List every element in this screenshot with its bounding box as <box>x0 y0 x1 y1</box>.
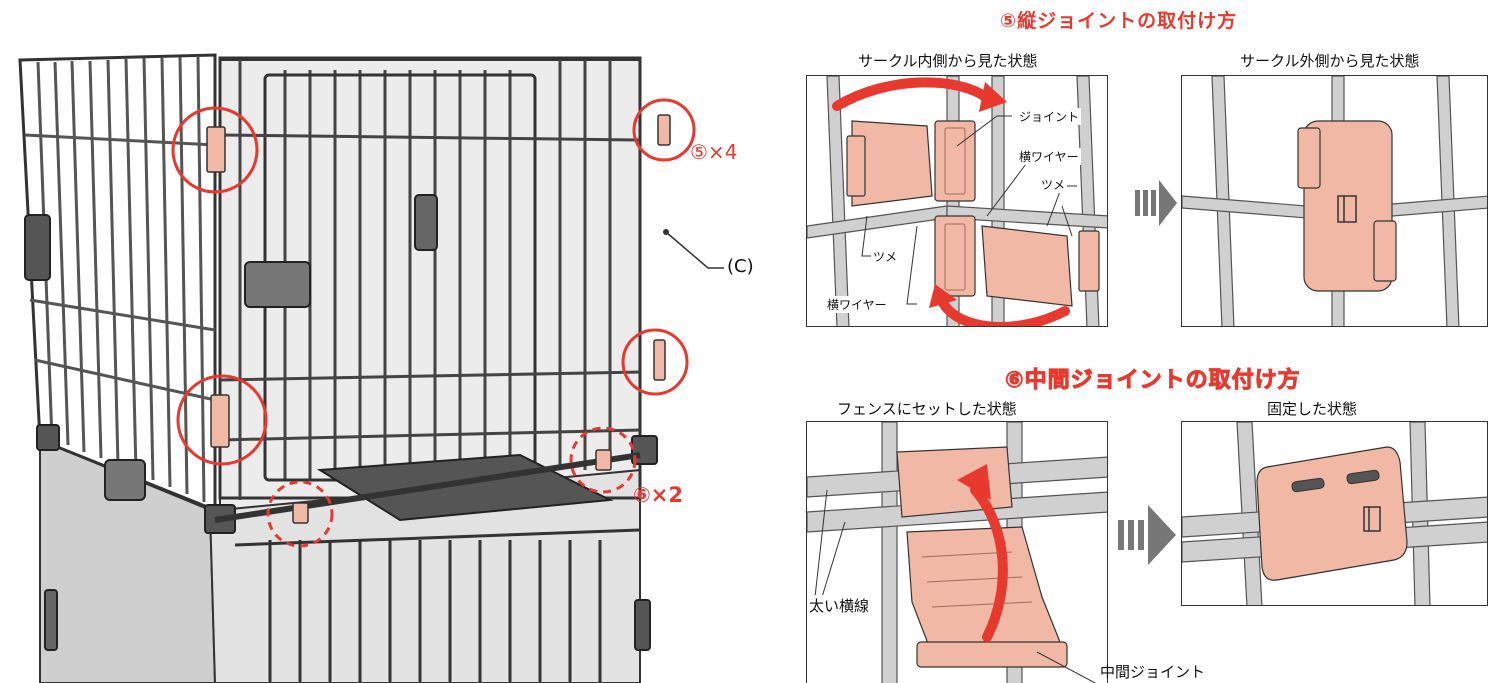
joint-middle-left <box>292 502 309 524</box>
c-label: (C) <box>727 256 754 277</box>
label-joint: ジョイント <box>1017 108 1082 125</box>
panel-fixed-view <box>1181 421 1488 606</box>
joint-mid-right <box>653 339 666 381</box>
highlight-circle-3 <box>176 374 268 466</box>
outside-caption: サークル外側から見た状態 <box>1240 52 1420 70</box>
cage-drawing <box>18 53 724 683</box>
label-horizontal-wire-1: 横ワイヤー <box>1017 148 1081 165</box>
label-claw-2: ツメ <box>871 248 900 265</box>
dashed-circle-1 <box>569 426 637 494</box>
panel-set-view: 太い横線 <box>806 421 1108 683</box>
panel-outside-view <box>1181 75 1488 327</box>
label-horizontal-wire-2: 横ワイヤー <box>825 296 889 313</box>
triple-bar-arrow-icon <box>1118 505 1176 565</box>
cage-illustration: ⑤×4 ⑥×2 (C) <box>18 53 754 683</box>
set-caption: フェンスにセットした状態 <box>837 400 1017 418</box>
label-middle-joint: 中間ジョイント <box>1100 663 1206 681</box>
highlight-circle-1 <box>171 106 259 194</box>
multiplier-5: ⑤×4 <box>690 140 738 164</box>
highlight-circle-2 <box>632 98 696 162</box>
dashed-circle-2 <box>266 480 334 548</box>
joint-top-left <box>206 126 226 173</box>
section5-title: ⑤縦ジョイントの取付け方 <box>1000 10 1238 32</box>
fixed-caption: 固定した状態 <box>1267 400 1358 418</box>
inside-caption: サークル内側から見た状態 <box>858 52 1038 70</box>
section6-title: ⑥中間ジョイントの取付け方 <box>1005 368 1301 394</box>
highlight-circle-4 <box>621 328 689 396</box>
joint-mid-left <box>210 394 230 448</box>
joint-top-right <box>657 114 671 146</box>
label-thick-line: 太い横線 <box>809 595 870 616</box>
joint-middle-right <box>595 449 612 471</box>
panel-inside-view: ジョイント 横ワイヤー ツメ ツメ 横ワイヤー <box>806 75 1108 327</box>
label-claw-1: ツメ <box>1039 176 1068 193</box>
multiplier-6: ⑥×2 <box>633 483 683 507</box>
triple-bar-arrow-icon <box>1135 180 1177 226</box>
